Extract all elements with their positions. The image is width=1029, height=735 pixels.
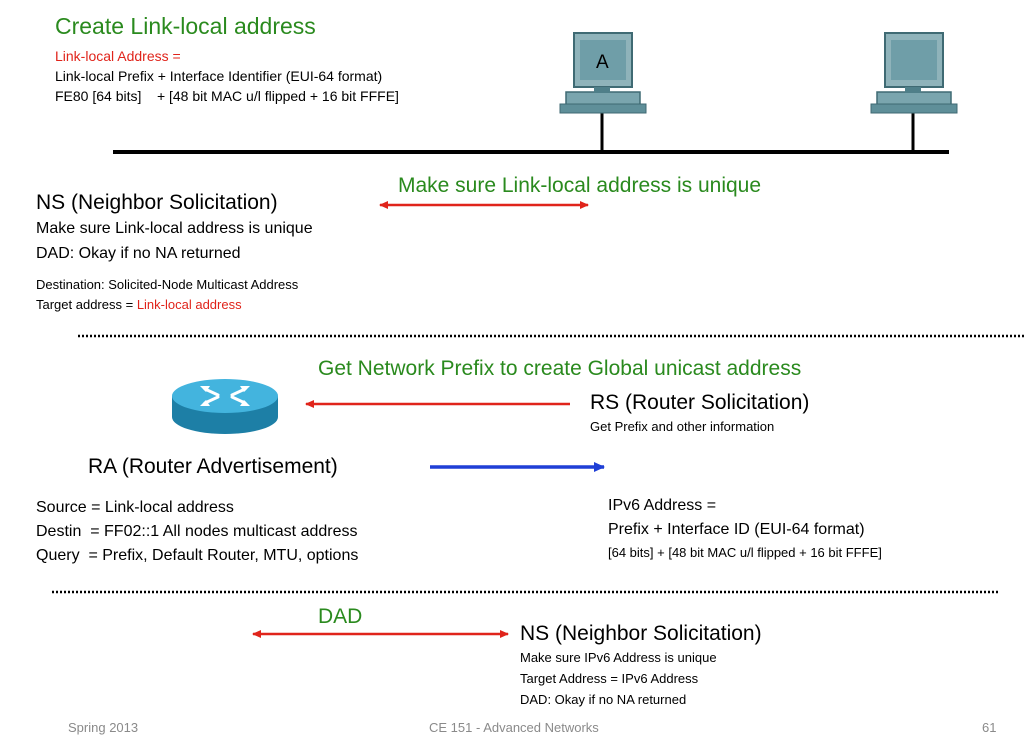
computer-a-icon [559,32,647,114]
section1-line2: Link-local Prefix + Interface Identifier… [55,68,383,84]
ra-destin: Destin = FF02::1 All nodes multicast add… [36,523,358,540]
computer-b-icon [870,32,958,114]
footer-left: Spring 2013 [68,720,139,735]
ns1-title: NS (Neighbor Solicitation) [36,191,278,214]
ra-query: Query = Prefix, Default Router, MTU, opt… [36,547,359,564]
ns1-line2: DAD: Okay if no NA returned [36,245,241,262]
section1-line3: FE80 [64 bits] + [48 bit MAC u/l flipped… [55,88,399,104]
ns1-line1: Make sure Link-local address is unique [36,220,313,237]
ipv6-line2: Prefix + Interface ID (EUI-64 format) [608,521,865,538]
ns1-target-prefix: Target address = [36,297,137,312]
ipv6-line3: [64 bits] + [48 bit MAC u/l flipped + 16… [608,545,882,560]
ns1-target-red: Link-local address [136,297,242,312]
host-a-label: A [596,52,609,73]
dad-title: NS (Neighbor Solicitation) [520,622,762,645]
ra-title: RA (Router Advertisement) [88,455,338,478]
router-icon [172,379,278,434]
dad-line3: DAD: Okay if no NA returned [520,692,687,707]
dad-line2: Target Address = IPv6 Address [520,671,699,686]
section1-line1-red: Link-local Address [55,48,169,64]
dad-arrow-label: DAD [318,605,363,628]
ns1-arrow-label: Make sure Link-local address is unique [398,174,762,197]
dad-line1: Make sure IPv6 Address is unique [520,650,717,665]
ipv6-line1: IPv6 Address = [608,497,717,514]
rs-title: RS (Router Solicitation) [590,391,810,414]
rs-sub: Get Prefix and other information [590,419,775,434]
ns1-dest: Destination: Solicited-Node Multicast Ad… [36,277,299,292]
footer-page-number: 61 [982,720,997,735]
ra-source: Source = Link-local address [36,499,234,516]
section1-title: Create Link-local address [55,13,316,39]
section1-line1: Link-local Address = [55,48,181,64]
section1-line1-eq: = [168,48,181,64]
footer-center: CE 151 - Advanced Networks [429,720,599,735]
rs-arrow-label: Get Network Prefix to create Global unic… [318,357,802,380]
ns1-target: Target address = Link-local address [36,297,242,312]
